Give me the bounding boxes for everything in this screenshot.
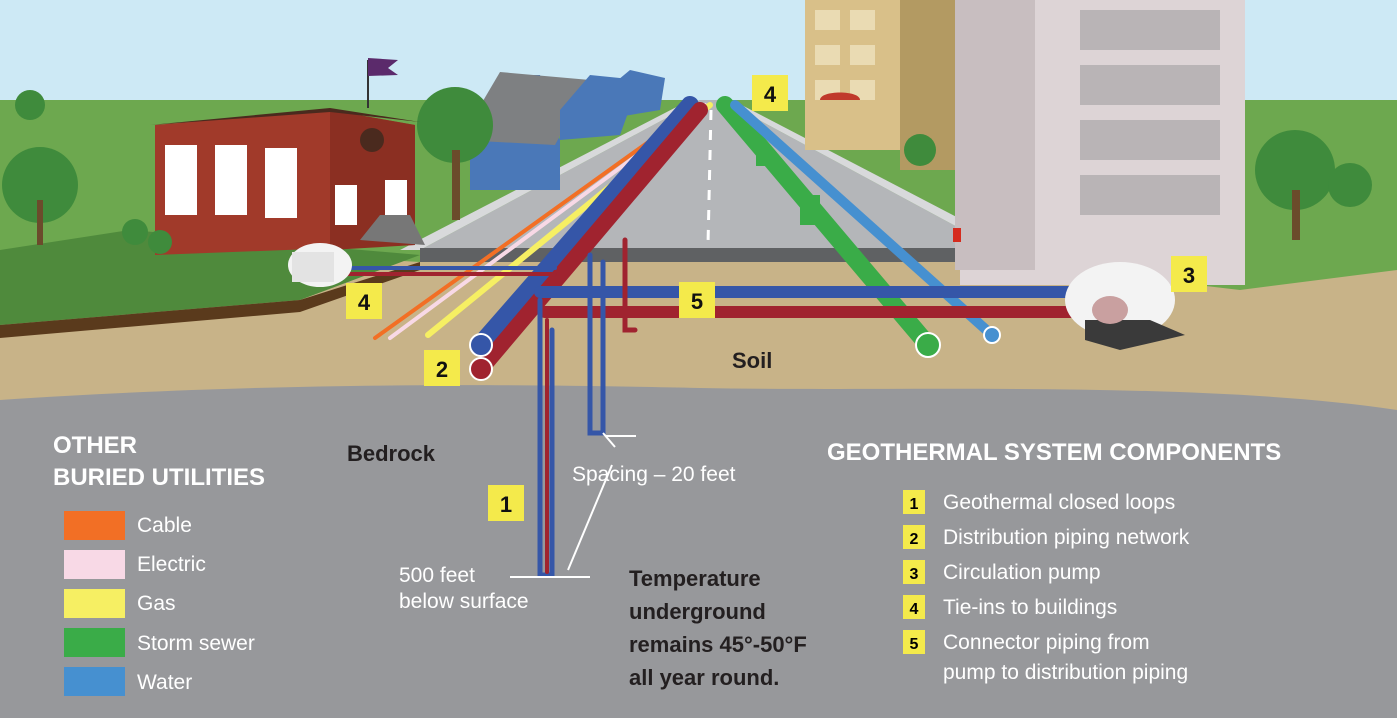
legend-item-cable: Cable (64, 511, 192, 540)
svg-text:Tie-ins to buildings: Tie-ins to buildings (943, 596, 1117, 619)
legend-item-water: Water (64, 667, 192, 696)
marker-1: 1 (488, 485, 524, 521)
fire-hydrant (953, 228, 961, 242)
spacing-label: Spacing – 20 feet (572, 463, 736, 486)
marker-4-left: 4 (346, 283, 382, 319)
svg-text:3: 3 (1183, 263, 1195, 288)
measurement-lines (510, 432, 636, 578)
svg-text:Storm sewer: Storm sewer (137, 632, 255, 655)
svg-text:2: 2 (910, 531, 919, 548)
marker-3: 3 (1171, 256, 1207, 292)
svg-text:4: 4 (764, 82, 777, 107)
svg-text:4: 4 (358, 290, 371, 315)
awning (820, 92, 860, 100)
temperature-line: Temperature (629, 566, 761, 591)
legend-title: BURIED UTILITIES (53, 464, 265, 491)
svg-text:Electric: Electric (137, 553, 206, 576)
temperature-line: underground (629, 599, 766, 624)
bedrock-label: Bedrock (347, 441, 436, 466)
component-item-4: 4 Tie-ins to buildings (903, 595, 1117, 619)
sidewalk-right (722, 100, 1020, 250)
geothermal-pipes (328, 96, 1146, 578)
svg-text:3: 3 (910, 566, 919, 583)
svg-text:Geothermal closed loops: Geothermal closed loops (943, 491, 1175, 514)
svg-text:Circulation pump: Circulation pump (943, 561, 1101, 584)
svg-text:Gas: Gas (137, 592, 176, 615)
svg-text:Connector piping from: Connector piping from (943, 631, 1150, 654)
bedrock-layer (0, 385, 1397, 718)
houses (417, 70, 665, 220)
svg-text:5: 5 (910, 636, 919, 653)
temperature-note: Temperature underground remains 45°-50°F… (629, 566, 807, 690)
legend-item-electric: Electric (64, 550, 206, 579)
svg-text:4: 4 (910, 601, 919, 618)
road-centerline (706, 109, 713, 246)
depth-label-line1: 500 feet (399, 564, 475, 587)
svg-text:Water: Water (137, 671, 192, 694)
temperature-line: remains 45°-50°F (629, 632, 807, 657)
left-lawn-edge (0, 262, 420, 338)
component-item-5: 5 Connector piping from pump to distributi… (903, 630, 1188, 684)
circulation-pump (1065, 262, 1185, 350)
svg-text:Cable: Cable (137, 514, 192, 537)
legend-item-gas: Gas (64, 589, 176, 618)
svg-text:5: 5 (691, 289, 703, 314)
trees-right (904, 130, 1372, 240)
school-building (150, 58, 425, 255)
tie-in-unit (288, 243, 352, 287)
components-legend: GEOTHERMAL SYSTEM COMPONENTS 1 Geothermal… (827, 439, 1281, 684)
component-item-1: 1 Geothermal closed loops (903, 490, 1175, 514)
legend-title: GEOTHERMAL SYSTEM COMPONENTS (827, 439, 1281, 466)
utilities-legend: OTHER BURIED UTILITIES Cable Electric Ga… (53, 432, 265, 696)
marker-2: 2 (424, 350, 460, 386)
legend-item-storm-sewer: Storm sewer (64, 628, 255, 657)
svg-text:pump to distribution piping: pump to distribution piping (943, 661, 1188, 684)
svg-text:1: 1 (500, 492, 512, 517)
svg-text:2: 2 (436, 357, 448, 382)
flag-icon (368, 58, 398, 76)
component-item-3: 3 Circulation pump (903, 560, 1101, 584)
tall-buildings (805, 0, 1245, 285)
temperature-line: all year round. (629, 665, 779, 690)
marker-4-right: 4 (752, 75, 788, 111)
component-item-2: 2 Distribution piping network (903, 525, 1190, 549)
svg-text:Distribution piping network: Distribution piping network (943, 526, 1190, 549)
marker-5: 5 (679, 282, 715, 318)
legend-title: OTHER (53, 432, 137, 459)
svg-text:1: 1 (910, 496, 919, 513)
depth-label-line2: below surface (399, 590, 529, 613)
soil-label: Soil (732, 348, 772, 373)
trees-left (2, 90, 172, 254)
